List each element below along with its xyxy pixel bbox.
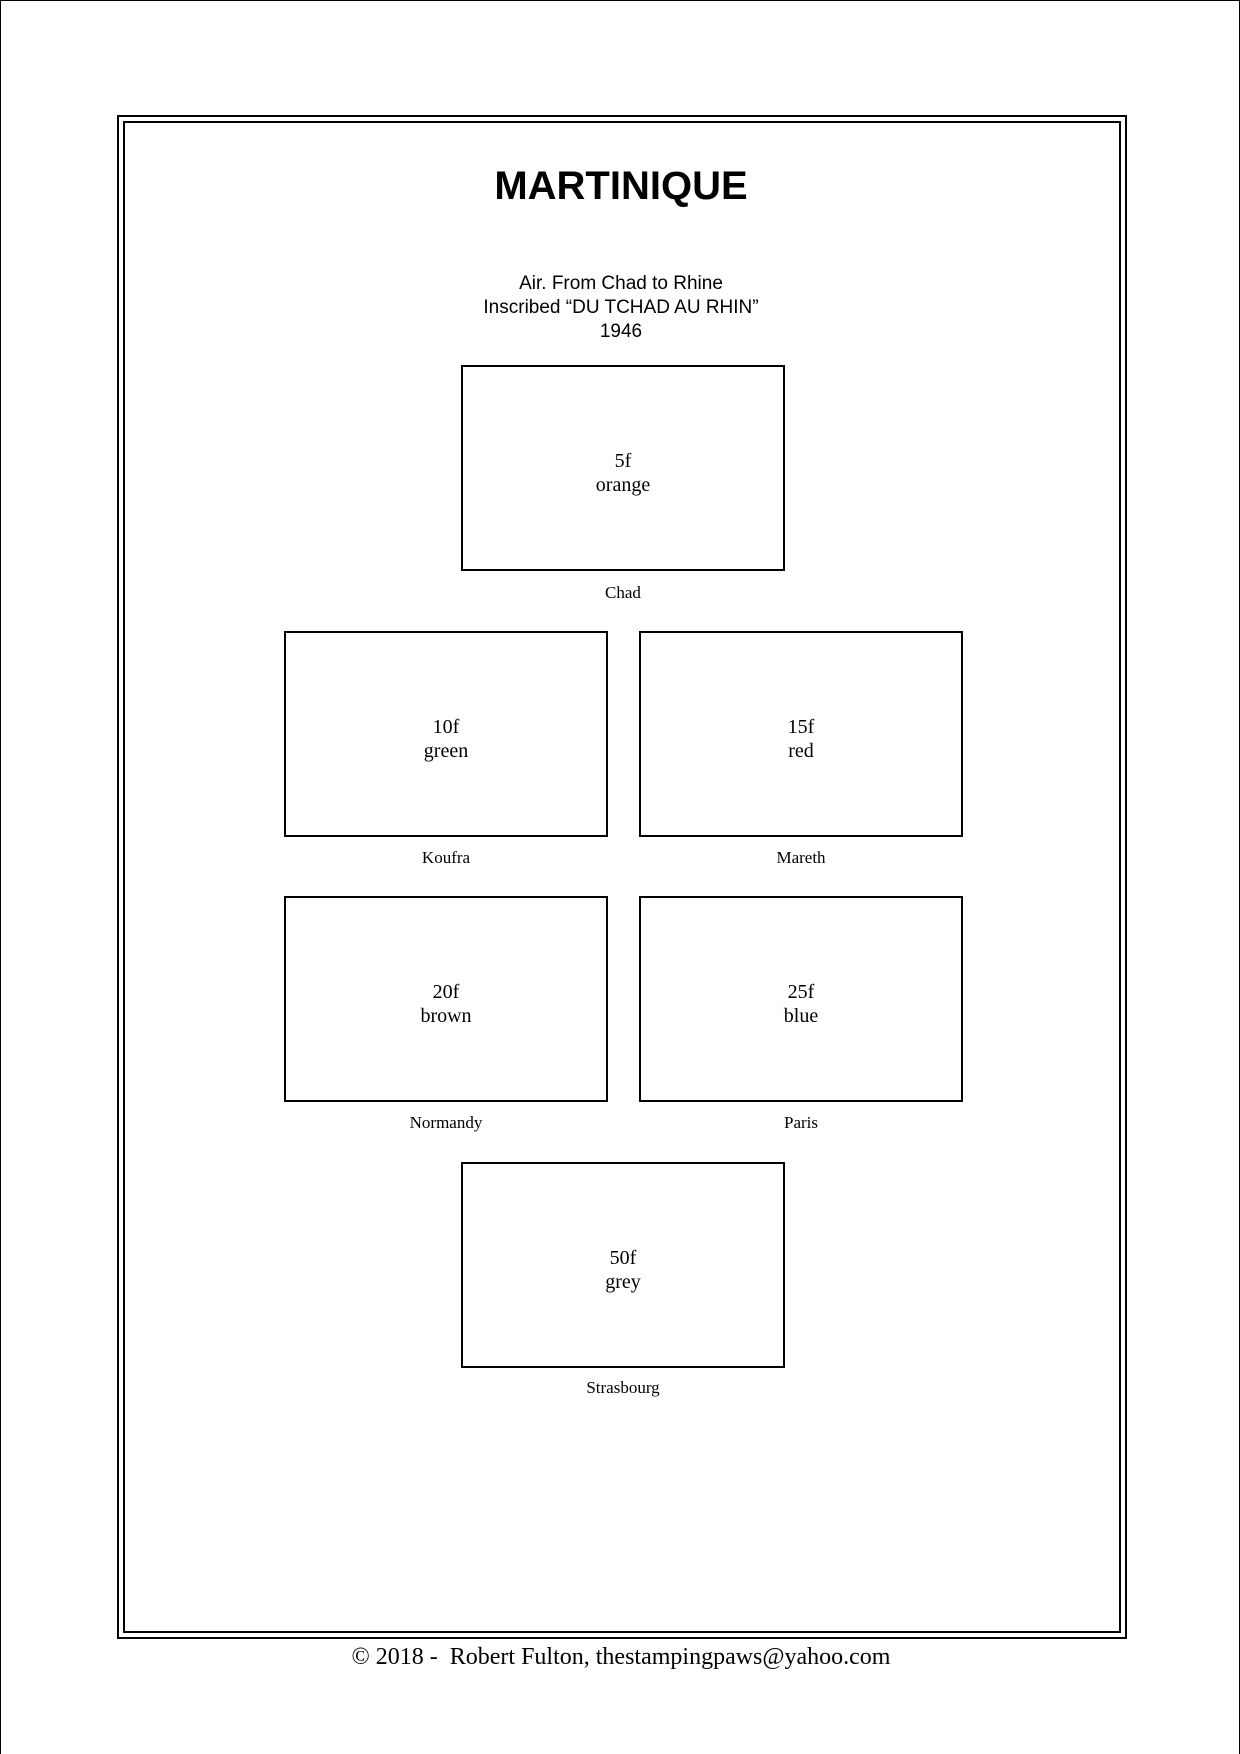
stamp-value: 20f [432, 981, 460, 1003]
stamp-value: 25f [787, 981, 815, 1003]
stamp-box-paris: 25f blue [639, 896, 963, 1102]
stamp-box-normandy: 20f brown [284, 896, 608, 1102]
stamp-caption-chad: Chad [605, 583, 641, 602]
stamp-label: 20f brown [286, 980, 606, 1028]
stamp-box-mareth: 15f red [639, 631, 963, 837]
stamp-label: 5f orange [463, 449, 783, 497]
page-border-outer [117, 115, 1127, 1639]
subtitle-line-1: Air. From Chad to Rhine [519, 273, 723, 294]
stamp-caption-strasbourg: Strasbourg [586, 1378, 660, 1397]
stamp-caption-mareth: Mareth [776, 848, 826, 867]
stamp-label: 15f red [641, 715, 961, 763]
stamp-color: orange [595, 474, 651, 496]
stamp-caption-paris: Paris [784, 1113, 818, 1132]
subtitle-line-2: Inscribed “DU TCHAD AU RHIN” [483, 297, 759, 318]
stamp-label: 25f blue [641, 980, 961, 1028]
stamp-color: red [788, 740, 814, 762]
page-border-inner [123, 121, 1121, 1633]
stamp-box-koufra: 10f green [284, 631, 608, 837]
stamp-caption-normandy: Normandy [409, 1113, 483, 1132]
stamp-value: 10f [432, 716, 460, 738]
copyright-footer: © 2018 - Robert Fulton, thestampingpaws@… [351, 1644, 891, 1670]
stamp-label: 10f green [286, 715, 606, 763]
stamp-value: 50f [609, 1247, 637, 1269]
stamp-label: 50f grey [463, 1246, 783, 1294]
stamp-value: 15f [787, 716, 815, 738]
subtitle-line-3: 1946 [599, 321, 643, 342]
stamp-color: brown [420, 1005, 472, 1027]
stamp-box-chad: 5f orange [461, 365, 785, 571]
stamp-box-strasbourg: 50f grey [461, 1162, 785, 1368]
stamp-color: blue [783, 1005, 819, 1027]
stamp-color: grey [605, 1271, 641, 1293]
stamp-value: 5f [614, 450, 632, 472]
page-title: MARTINIQUE [494, 164, 748, 208]
stamp-caption-koufra: Koufra [421, 848, 471, 867]
stamp-color: green [423, 740, 469, 762]
